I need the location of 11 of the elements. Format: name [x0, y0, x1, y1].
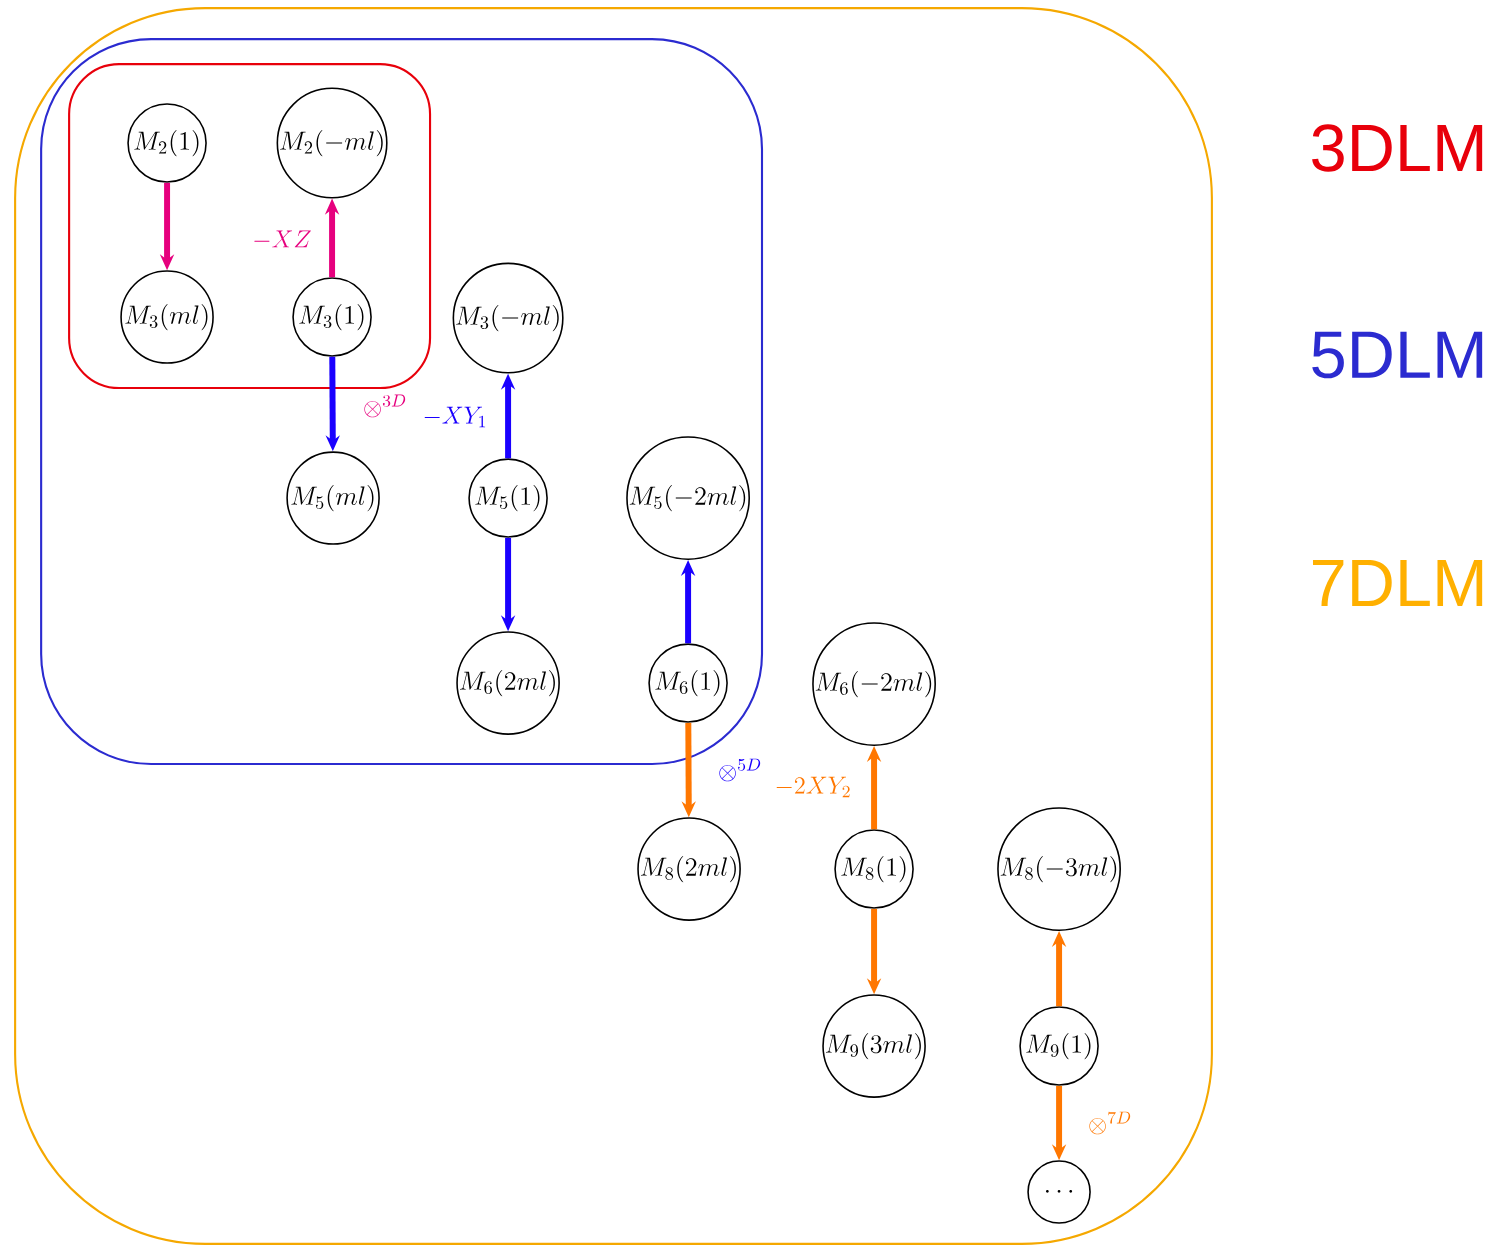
edge-label: $\otimes^{7D}$: [1089, 1111, 1131, 1135]
region-box: [14, 7, 1213, 1245]
level-label: 5DLM: [1312, 331, 1483, 379]
level-label: 3DLM: [1312, 124, 1483, 172]
edge-label: $-2XY_2$: [776, 776, 850, 798]
edge-label: $-XY_1$: [424, 406, 486, 428]
level-label: 7DLM: [1313, 560, 1483, 606]
edge-label: $\otimes^{5D}$: [719, 758, 761, 782]
region-box: [68, 63, 432, 390]
edge-label: $-XZ$: [254, 230, 311, 248]
edge-label: $\otimes^{3D}$: [364, 394, 406, 418]
